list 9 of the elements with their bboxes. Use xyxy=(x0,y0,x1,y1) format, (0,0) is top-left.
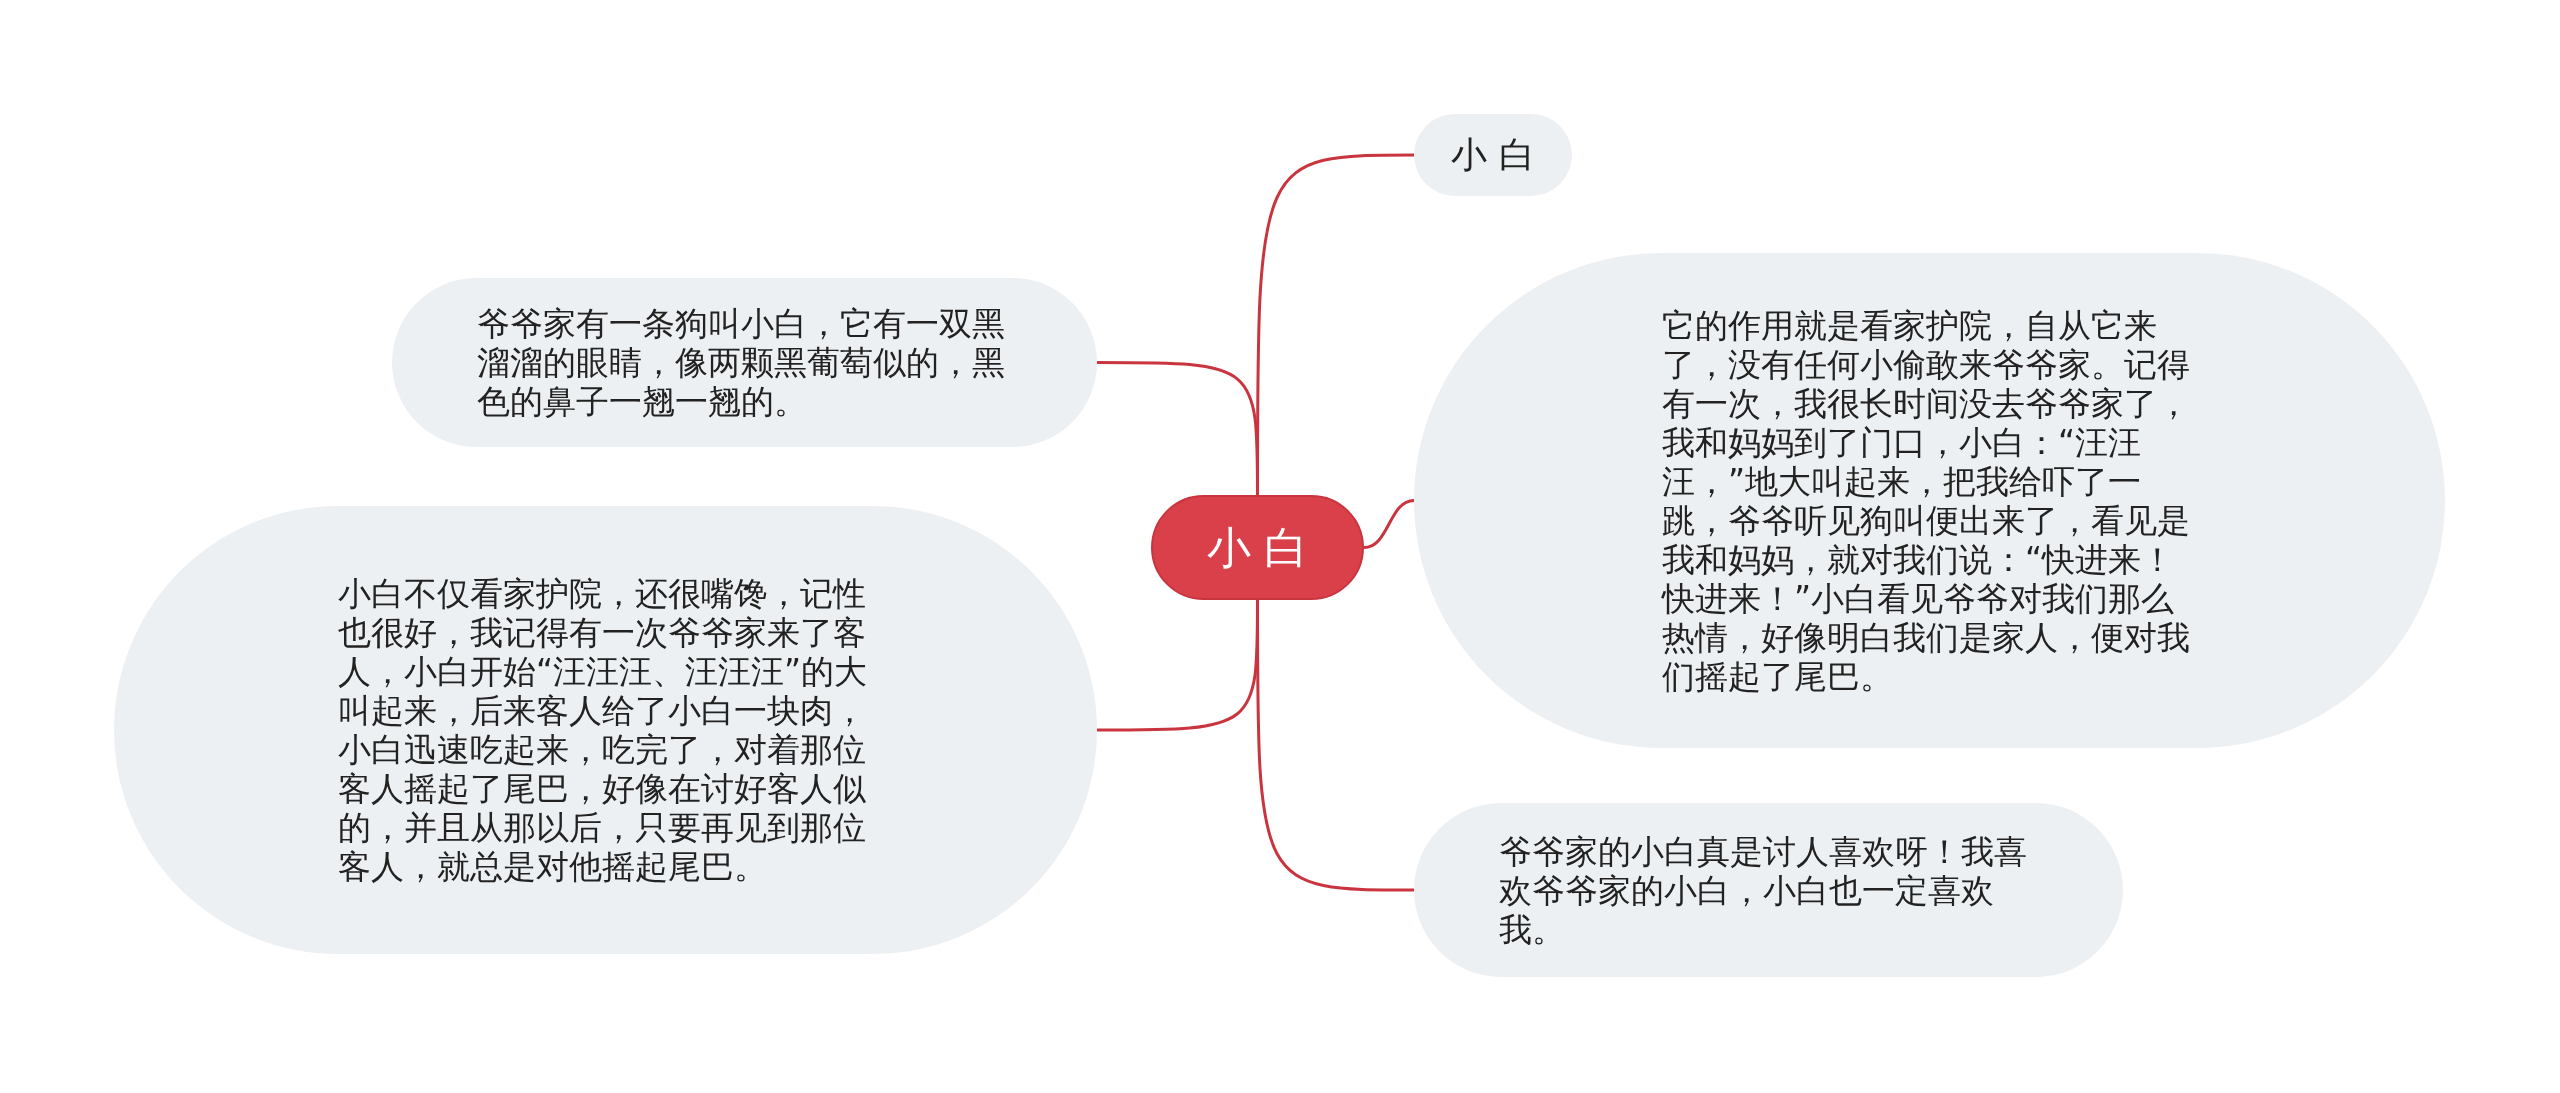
connector-line xyxy=(1363,499,1415,549)
connector-line xyxy=(1097,361,1259,495)
topic-pill: 小 白 xyxy=(1414,114,1572,196)
paragraph: 它的作用就是看家护院，自从它来了，没有任何小偷敢来爷爷家。记得有一次，我很长时间没去爷爷家了，我和妈妈到了门口，小白：“汪汪汪，”地大叫起来，把我给吓了一跳，爷爷听见狗叫便出来了，看见是我和妈妈，就对我们说：“快进来！快进来！”小白看见爷爷对我们那么热情，好像明白我们是家人，便对我们摇起了尾巴。 xyxy=(1662,305,2191,696)
central-topic: 小 白 xyxy=(1151,495,1364,600)
paragraph: 爷爷家的小白真是讨人喜欢呀！我喜欢爷爷家的小白，小白也一定喜欢我。 xyxy=(1499,831,2028,949)
paragraph: 爷爷家有一条狗叫小白，它有一双黑溜溜的眼睛，像两颗黑葡萄似的，黑色的鼻子一翘一翘的。 xyxy=(477,304,1006,421)
paragraph: 小白不仅看家护院，还很嘴馋，记性也很好，我记得有一次爷爷家来了客人，小白开始“汪汪汪、汪汪汪”的大叫起来，后来客人给了小白一块肉，小白迅速吃起来，吃完了，对着那位客人摇起了尾巴，好像在讨好客人似的，并且从那以后，只要再见到那位客人，就总是对他摇起尾巴。 xyxy=(338,574,868,886)
connector-line xyxy=(1256,600,1414,892)
